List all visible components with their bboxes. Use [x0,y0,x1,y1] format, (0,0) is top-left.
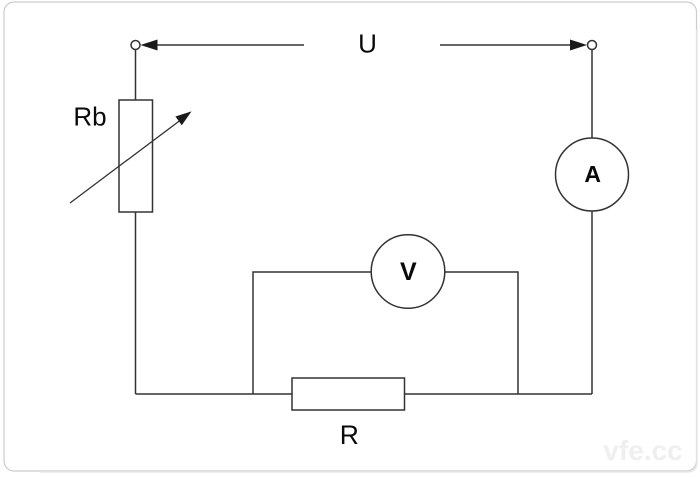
svg-text:R: R [340,420,359,450]
svg-text:vfe.cc: vfe.cc [603,435,682,466]
svg-text:A: A [584,161,601,187]
svg-text:Rb: Rb [73,102,106,132]
svg-text:U: U [358,29,377,59]
svg-text:V: V [400,258,417,286]
